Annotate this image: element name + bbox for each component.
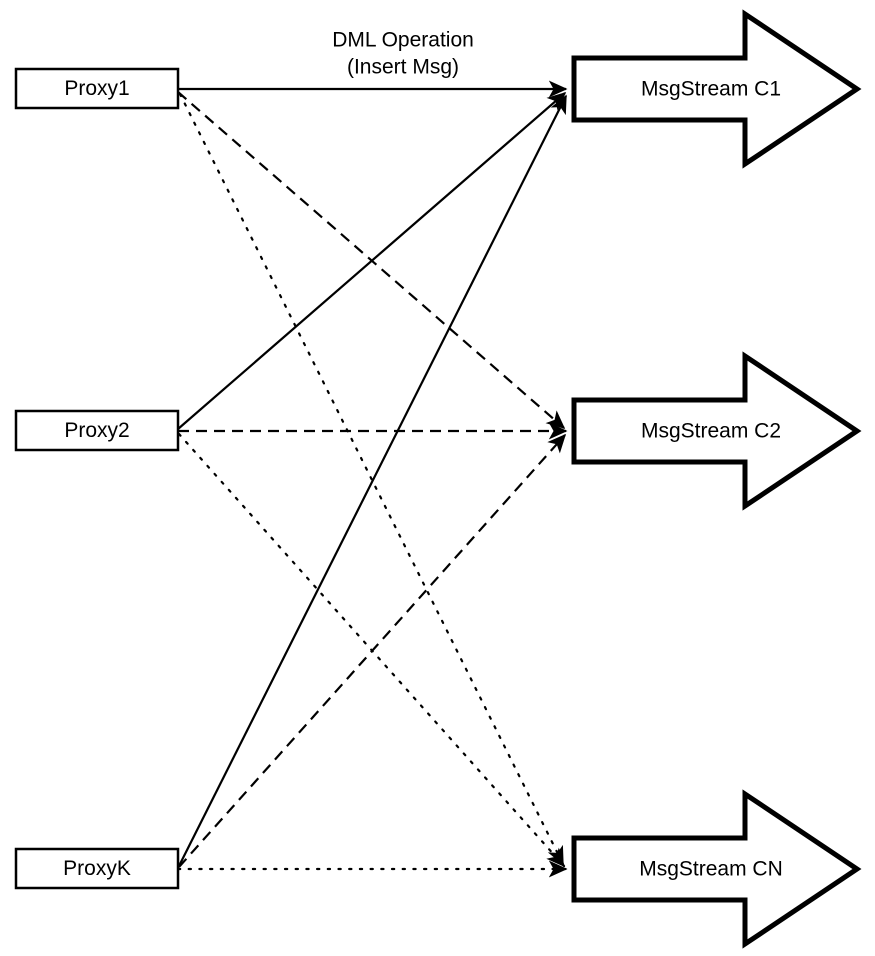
block-arrow-icon[interactable] [571,9,862,169]
link-proxy1-to-cn [178,92,565,866]
proxy-box[interactable] [14,409,180,452]
proxy-node-proxy1[interactable]: Proxy1 [14,67,180,110]
proxy-node-proxyk[interactable]: ProxyK [14,847,180,890]
stream-label: MsgStream C1 [641,78,781,101]
block-arrow-icon[interactable] [571,789,862,949]
link-layer [176,80,568,878]
link-proxy2-to-c1 [177,91,567,430]
block-arrow-icon[interactable] [571,351,862,511]
proxy-label: ProxyK [63,857,131,880]
stream-node-c1[interactable]: MsgStream C1 [571,9,862,169]
stream-nodes: MsgStream C1 MsgStream C2 MsgStream CN [571,9,862,949]
proxy-nodes: Proxy1 Proxy2 ProxyK [14,67,180,890]
stream-label: MsgStream C2 [641,420,781,443]
edge-caption-line2: (Insert Msg) [347,56,459,79]
link-proxyk-to-c1 [178,94,567,867]
edge-caption-group: DML Operation (Insert Msg) [332,29,474,79]
proxy-box[interactable] [14,847,180,890]
stream-node-c2[interactable]: MsgStream C2 [571,351,862,511]
stream-node-cn[interactable]: MsgStream CN [571,789,862,949]
stream-label: MsgStream CN [639,858,783,881]
proxy-box[interactable] [14,67,180,110]
proxy-node-proxy2[interactable]: Proxy2 [14,409,180,452]
link-proxyk-to-c2 [178,433,567,868]
proxy-label: Proxy2 [64,419,129,442]
proxy-label: Proxy1 [64,77,129,100]
edge-caption-line1: DML Operation [332,29,474,52]
